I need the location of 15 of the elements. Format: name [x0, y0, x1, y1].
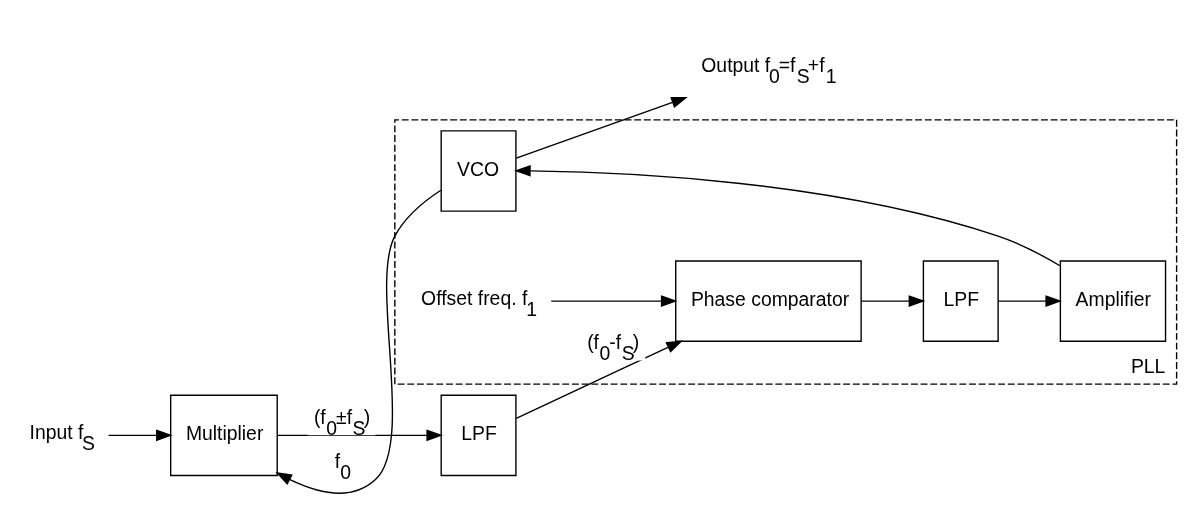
node-box: VCO: [440, 130, 517, 212]
arrow: [276, 429, 443, 442]
arrow: [515, 96, 688, 159]
arrow: [515, 340, 683, 419]
node-box: Phase comparator: [675, 260, 862, 342]
arrow: [860, 295, 926, 307]
arrow: [997, 295, 1063, 307]
arrow: [275, 189, 442, 494]
arrow: [550, 295, 678, 307]
node-box: LPF: [440, 394, 517, 477]
arrow: [107, 429, 173, 442]
node-box: Multiplier: [170, 394, 278, 477]
node-box: Amplifier: [1059, 260, 1167, 342]
node-box: LPF: [922, 260, 999, 342]
arrow: [514, 165, 1061, 267]
